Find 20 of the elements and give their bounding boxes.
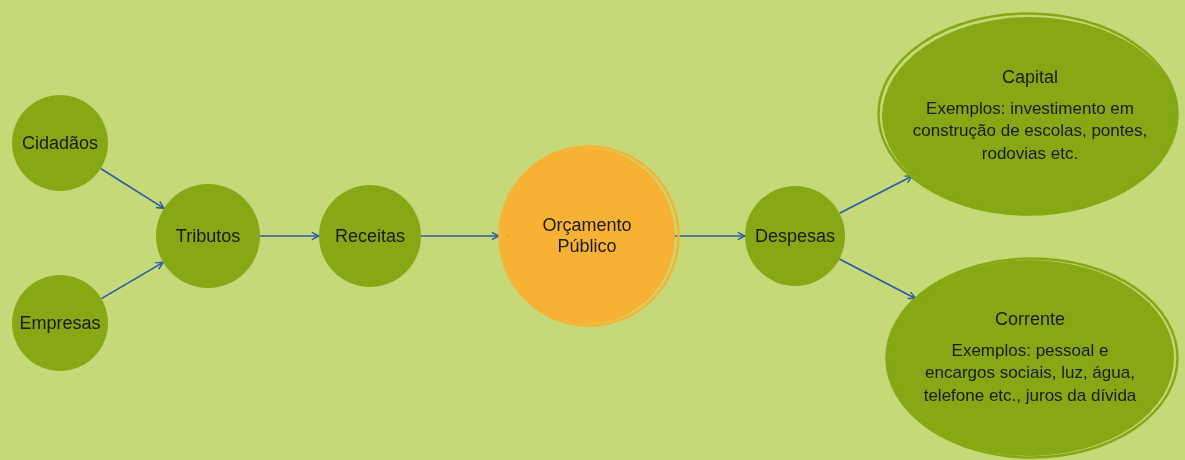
arrow bbox=[99, 167, 165, 210]
node-label: Despesas bbox=[754, 225, 835, 247]
concept-circle bbox=[495, 144, 679, 328]
example-ellipse bbox=[882, 256, 1178, 460]
node-label: Orçamento Público bbox=[541, 215, 633, 257]
node-label: Capital bbox=[1002, 67, 1058, 89]
example-ellipse bbox=[878, 13, 1182, 219]
node-label: Corrente bbox=[995, 309, 1065, 331]
node-description: Exemplos: investimento em construção de escolas, pontes, rodovias etc. bbox=[911, 98, 1149, 165]
node-label: Receitas bbox=[335, 225, 405, 247]
node-label: Cidadãos bbox=[21, 132, 99, 154]
node-label: Empresas bbox=[19, 312, 101, 334]
node-label: Tributos bbox=[175, 225, 241, 247]
arrow bbox=[420, 231, 500, 241]
node-description: Exemplos: pessoal e encargos sociais, luz, água, telefone etc., juros da dívida bbox=[922, 340, 1138, 407]
arrow bbox=[100, 261, 164, 300]
arrow bbox=[838, 258, 917, 300]
arrow bbox=[838, 175, 914, 215]
arrow bbox=[259, 231, 320, 241]
arrow bbox=[674, 231, 746, 241]
